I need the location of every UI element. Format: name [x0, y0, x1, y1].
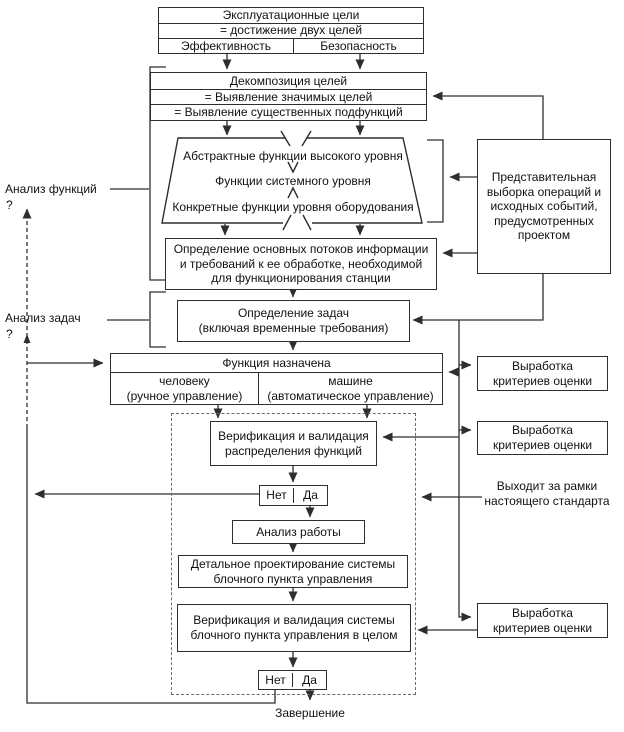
safety-cell: Безопасность [320, 38, 397, 53]
decision1-no: Нет [260, 488, 294, 503]
operational-goals-box: Эксплуатационные цели = достижение двух … [158, 7, 424, 54]
feedback-left-bus [22, 208, 276, 704]
task-analysis-label: Анализ задач [5, 311, 81, 325]
decision1-box: Нет Да [259, 485, 328, 506]
effectiveness-cell: Эффективность [159, 38, 294, 54]
function-levels-trapezoid [161, 130, 423, 231]
function-level-equipment: Конкретные функции уровня оборудования [172, 200, 414, 214]
verification-allocation-box: Верификация и валидация распределения фу… [210, 421, 377, 466]
task-analysis-question: ? [6, 327, 13, 341]
decision1-yes: Да [303, 488, 318, 503]
info-flows-box: Определение основных потоков информации … [165, 238, 437, 290]
task-definition-box: Определение задач (включая временные тре… [177, 300, 410, 342]
completion-label: Завершение [275, 706, 345, 720]
operational-goals-subtitle: = достижение двух целей [159, 22, 423, 38]
function-analysis-label: Анализ функций [5, 182, 97, 196]
operational-goals-title: Эксплуатационные цели [222, 8, 360, 22]
decision2-yes: Да [302, 672, 317, 687]
out-of-scope-frame [171, 413, 416, 695]
assigned-machine-cell: машине (автоматическое управление) [267, 374, 434, 403]
decomposition-row-1: Декомпозиция целей [229, 73, 348, 88]
analysis-brackets [107, 66, 166, 348]
task-analysis-arrowhead [23, 334, 31, 343]
decision2-box: Нет Да [258, 670, 327, 690]
function-analysis-question: ? [6, 198, 13, 212]
verification-system-box: Верификация и валидация системы блочного… [177, 604, 411, 652]
assigned-human-cell: человеку (ручное управление) [111, 373, 259, 404]
function-level-abstract: Абстрактные функции высокого уровня [183, 149, 403, 163]
detailed-design-box: Детальное проектирование системы блочног… [178, 555, 408, 588]
representative-sample-box: Представительная выборка операций и исхо… [477, 139, 611, 274]
criteria-box-1: Выработка критериев оценки [477, 356, 608, 391]
criteria-box-2: Выработка критериев оценки [477, 421, 608, 455]
function-assigned-title: Функция назначена [222, 355, 331, 370]
criteria-box-3: Выработка критериев оценки [477, 603, 608, 638]
decomposition-row-3: = Выявление существенных подфункций [151, 104, 426, 120]
decomposition-row-2: = Выявление значимых целей [151, 88, 426, 105]
decision2-no: Нет [259, 672, 293, 688]
goal-decomposition-box: Декомпозиция целей = Выявление значимых … [150, 72, 427, 121]
out-of-scope-note: Выходит за рамки настоящего стандарта [484, 479, 610, 508]
work-analysis-box: Анализ работы [232, 520, 365, 544]
function-level-system: Функции системного уровня [215, 174, 371, 188]
function-assigned-box: Функция назначена человеку (ручное управ… [110, 353, 443, 405]
main-flow-arrows [213, 53, 372, 701]
right-side-connectors [382, 91, 544, 635]
